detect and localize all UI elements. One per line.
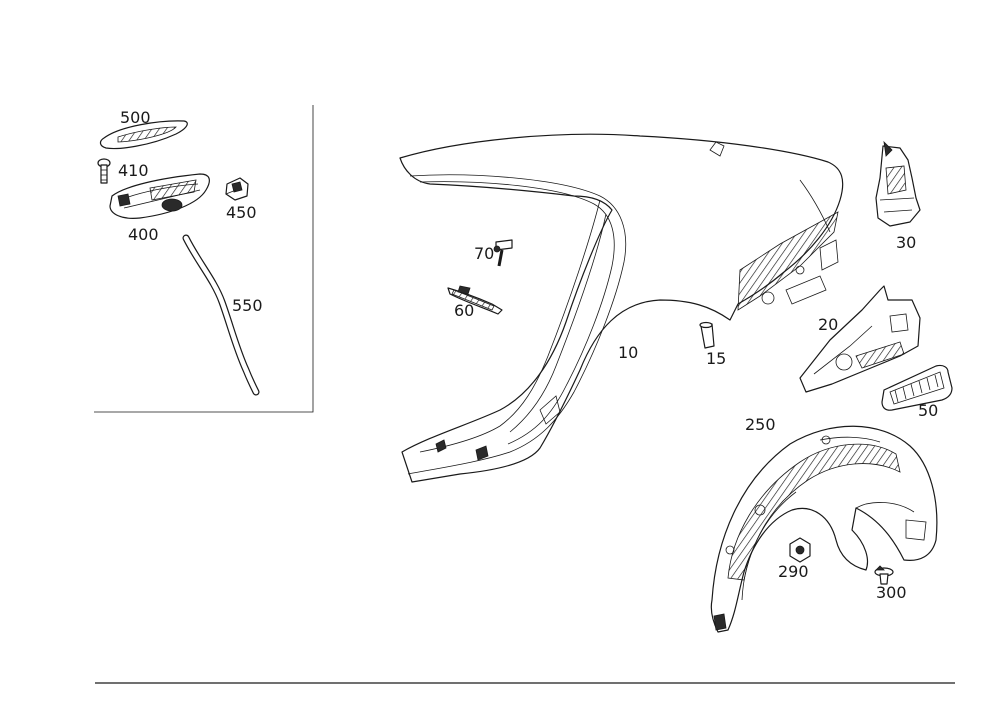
- part-250-wheel-liner: [710, 425, 938, 633]
- callout-60: 60: [454, 301, 474, 320]
- inset-frame: [94, 105, 314, 413]
- callout-410: 410: [118, 161, 149, 180]
- callout-50: 50: [918, 401, 938, 420]
- callout-290: 290: [778, 562, 809, 581]
- part-300-clip: [874, 565, 894, 585]
- callout-15: 15: [706, 349, 726, 368]
- part-30-bracket: [875, 140, 921, 227]
- part-70-clip: [493, 239, 513, 267]
- callout-300: 300: [876, 583, 907, 602]
- callout-400: 400: [128, 225, 159, 244]
- callout-500: 500: [120, 108, 151, 127]
- part-20-inner-panel: [799, 285, 921, 393]
- callout-550: 550: [232, 296, 263, 315]
- callout-10: 10: [618, 343, 638, 362]
- part-50-vent: [881, 364, 953, 411]
- part-400-filler-housing: [109, 173, 210, 219]
- part-10-side-panel: [399, 133, 844, 483]
- callout-450: 450: [226, 203, 257, 222]
- part-500-fuel-flap: [99, 120, 188, 150]
- part-290-nut: [789, 537, 811, 563]
- part-410-pin: [97, 158, 111, 184]
- part-15-plug: [699, 321, 715, 349]
- part-550-drain-hose: [182, 234, 260, 396]
- callout-20: 20: [818, 315, 838, 334]
- callout-250: 250: [745, 415, 776, 434]
- callout-70: 70: [474, 244, 494, 263]
- part-450-actuator: [225, 177, 249, 201]
- callout-30: 30: [896, 233, 916, 252]
- part-60-strip: [447, 285, 503, 315]
